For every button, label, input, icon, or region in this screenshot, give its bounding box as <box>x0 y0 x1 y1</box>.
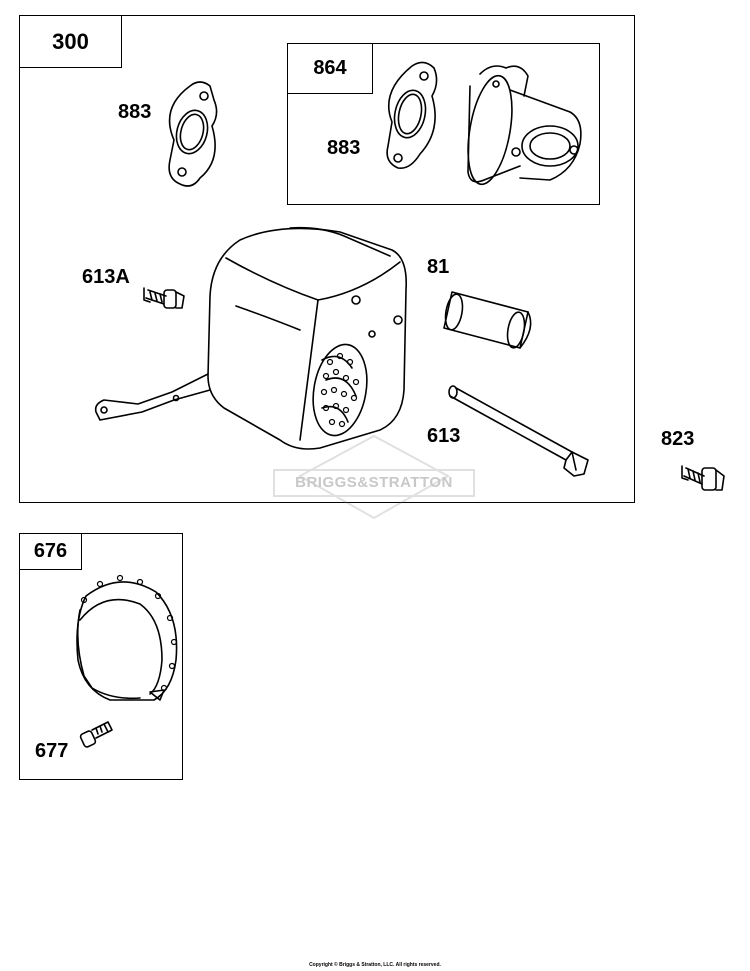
exhaust-manifold-drawing <box>467 65 582 186</box>
muffler-drawing <box>94 226 408 450</box>
exhaust-manifold-box: 864 <box>287 43 600 205</box>
label-81: 81 <box>427 256 450 278</box>
guard-assembly-number: 676 <box>20 534 82 570</box>
label-883-kit: 883 <box>327 137 361 159</box>
label-883: 883 <box>118 101 152 123</box>
guard-drawing <box>76 574 178 701</box>
gasket-883-drawing <box>168 81 218 187</box>
exhaust-manifold-number: 864 <box>288 44 373 94</box>
brand-watermark <box>273 434 475 520</box>
label-613: 613 <box>427 425 461 447</box>
screw-823-drawing <box>681 465 725 491</box>
stud-613-drawing <box>448 385 589 477</box>
label-677: 677 <box>35 740 69 762</box>
muffler-assembly-box: 300 <box>19 15 635 503</box>
deflector-drawing <box>443 291 532 349</box>
label-823: 823 <box>661 428 695 450</box>
muffler-assembly-number: 300 <box>20 16 122 68</box>
guard-assembly-box: 676 <box>19 533 183 780</box>
gasket-883-kit-drawing <box>386 61 438 170</box>
copyright-notice: Copyright © Briggs & Stratton, LLC. All … <box>309 962 441 968</box>
brand-watermark-text: BRIGGS&STRATTON <box>295 474 453 491</box>
screw-613A-drawing <box>143 287 185 309</box>
screw-677-drawing <box>79 721 113 748</box>
label-613A: 613A <box>82 266 130 288</box>
